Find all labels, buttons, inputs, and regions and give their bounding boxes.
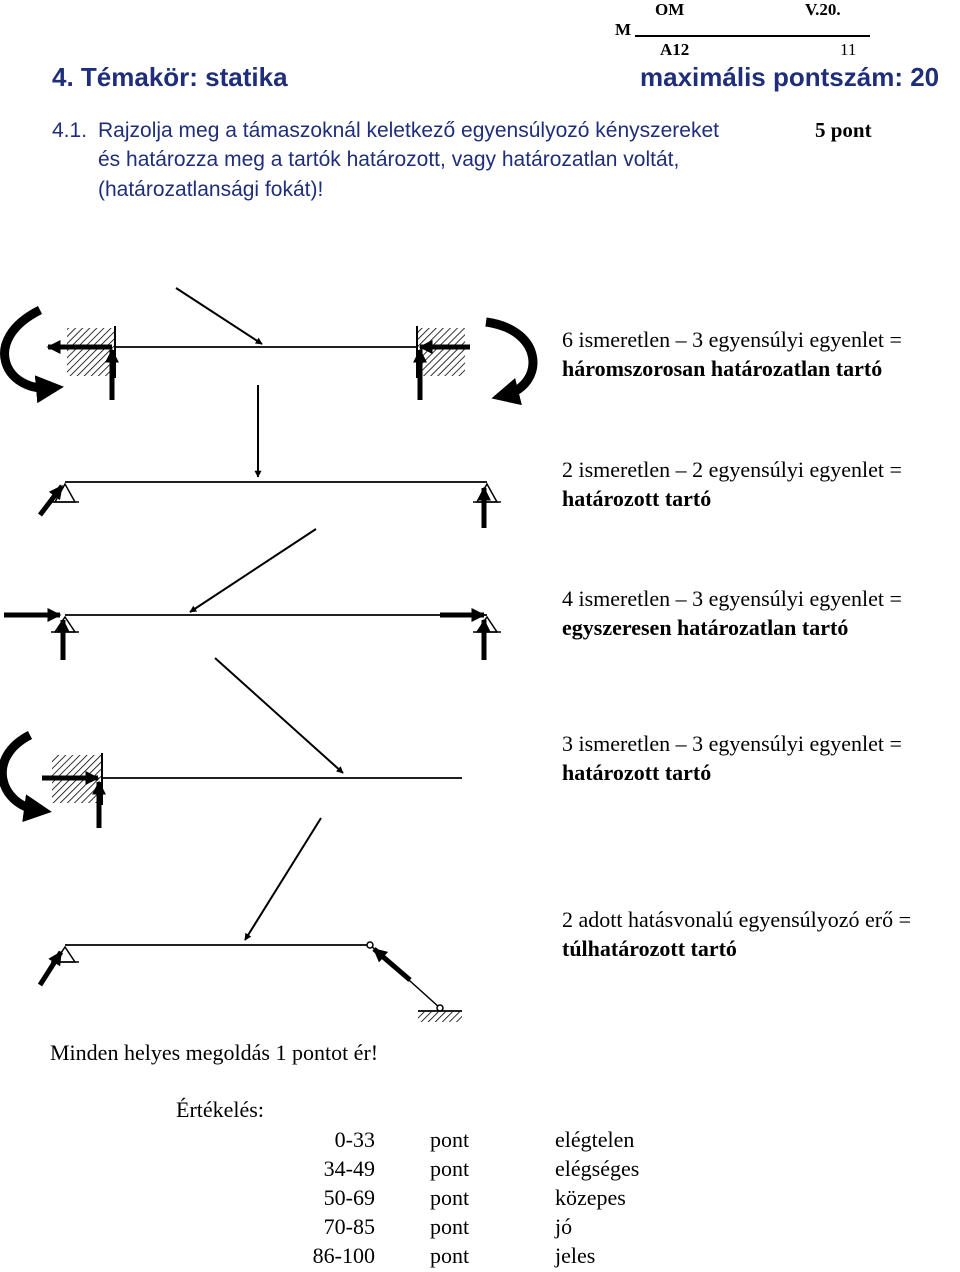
grade-name: jeles [555,1243,596,1268]
moment-left-4 [0,730,52,823]
grade-range: 86-100 [312,1243,375,1268]
table-row: 86-100 pont jeles [290,1243,639,1272]
beam-2-pinned-pinned [38,385,501,528]
beam-5-pinned-rod [37,817,462,1022]
task-line-1: Rajzolja meg a támaszoknál keletkező egy… [98,119,719,142]
case-2-line-2: határozott tartó [562,486,712,511]
moment-left-1 [0,305,64,404]
load-arrow-3 [189,528,317,613]
case-1-line-2: háromszorosan határozatlan tartó [562,356,883,381]
wall-right-1 [417,328,465,376]
pin-support-right-3 [475,615,499,633]
grade-range: 70-85 [323,1214,375,1239]
grading-label: Értékelés: [176,1097,264,1122]
moment-right-1 [485,317,538,406]
case-2-line-1: 2 ismeretlen – 2 egyensúlyi egyenlet = [562,457,902,482]
task-line-2: és határozza meg a tartók határozott, va… [98,148,680,171]
load-arrow-5 [244,817,322,941]
header-version: V.20. [805,0,841,19]
grade-name: elégtelen [555,1127,635,1152]
reaction-left-2 [38,484,64,517]
grade-name: jó [555,1214,573,1239]
beam-1-fixed-fixed [0,287,538,406]
header-om: OM [655,0,685,19]
task-points: 5 pont [815,118,872,142]
wall-left-1 [67,328,115,376]
task-line-3: (határozatlansági fokát)! [98,178,324,201]
grade-range: 34-49 [323,1156,375,1181]
grade-name: közepes [555,1185,626,1210]
case-3-line-2: egyszeresen határozatlan tartó [562,615,849,640]
reaction-left-5 [37,950,64,987]
grade-unit: pont [430,1243,470,1268]
table-row: 50-69 pont közepes [290,1185,639,1214]
table-row: 70-85 pont jó [290,1214,639,1243]
case-5-line-1: 2 adott hatásvonalú egyensúlyozó erő = [562,907,912,932]
max-points: maximális pontszám: 20 [640,62,940,92]
load-arrow-4 [214,657,344,774]
beam-4-cantilever [0,657,462,828]
hinge-top-5 [366,941,374,949]
case-3-line-1: 4 ismeretlen – 3 egyensúlyi egyenlet = [562,586,902,611]
table-row: 0-33 pont elégtelen [290,1127,639,1156]
grade-range: 50-69 [323,1185,375,1210]
beam-3-pinned-pinned [4,528,501,660]
header-m: M [615,20,632,39]
ground-5 [418,1012,462,1022]
footer-note: Minden helyes megoldás 1 pontot ér! [50,1040,379,1065]
pin-support-right-2 [475,482,499,503]
case-4-line-2: határozott tartó [562,760,712,785]
header-rule [635,35,870,37]
grade-range: 0-33 [334,1127,375,1152]
case-4-line-1: 3 ismeretlen – 3 egyensúlyi egyenlet = [562,731,902,756]
task-number: 4.1. [52,119,88,142]
topic-title: 4. Témakör: statika [52,62,288,92]
header-code: A12 [660,40,690,59]
grade-unit: pont [430,1127,470,1152]
header-page: 11 [840,40,857,59]
grading-table: 0-33 pont elégtelen 34-49 pont elégséges… [290,1127,640,1272]
grade-unit: pont [430,1214,470,1239]
reaction-rod-5 [372,947,412,982]
grade-name: elégséges [555,1156,640,1181]
grade-unit: pont [430,1185,470,1210]
grade-unit: pont [430,1156,470,1181]
case-1-line-1: 6 ismeretlen – 3 egyensúlyi egyenlet = [562,327,902,352]
case-5-line-2: túlhatározott tartó [562,936,737,961]
table-row: 34-49 pont elégséges [290,1156,640,1185]
load-arrow-1 [175,287,263,345]
